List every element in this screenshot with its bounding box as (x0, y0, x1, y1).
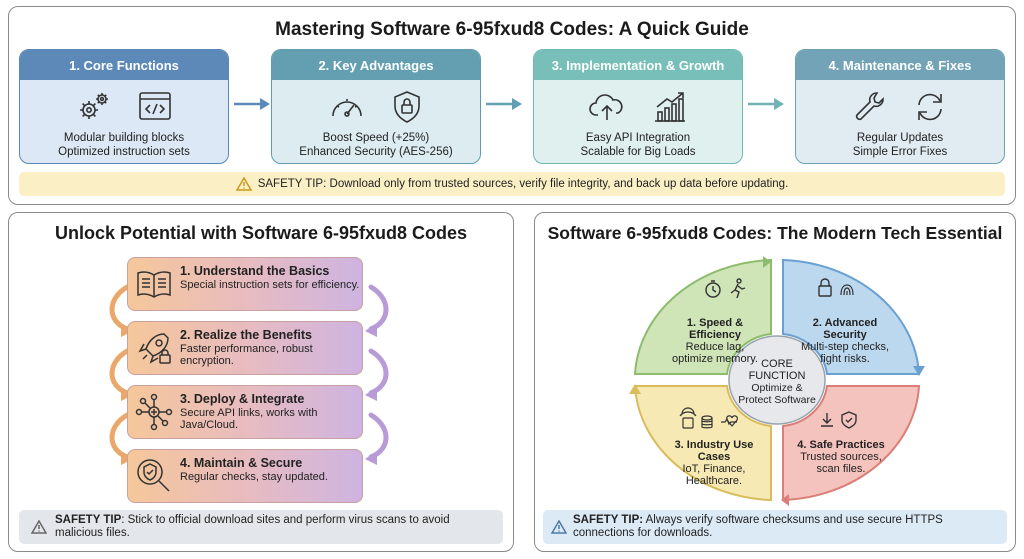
key-advantages-card: 2. Key Advantages Boost Speed (+25%) Enh… (271, 49, 481, 164)
core-functions-card: 1. Core Functions Modular building block… (19, 49, 229, 164)
iot-icon (679, 407, 697, 429)
step-desc: Faster performance, robust encryption. (180, 343, 313, 367)
core-function-cycle: 1. Speed & Efficiency Reduce lag, optimi… (625, 253, 929, 507)
quadrant-industry (633, 385, 772, 502)
step-desc: Special instruction sets for efficiency. (180, 279, 360, 291)
quadrant-title: 1. Speed & Efficiency (686, 317, 744, 341)
card-line: Enhanced Security (AES-256) (299, 146, 453, 158)
card-line: Boost Speed (+25%) (322, 132, 430, 144)
card-header: 2. Key Advantages (272, 50, 480, 80)
quadrant-title: 2. Advanced Security (812, 317, 878, 341)
safety-tip-banner: SAFETY TIP: Download only from trusted s… (19, 172, 1005, 196)
step-desc: Regular checks, stay updated. (180, 471, 328, 483)
step-title: 4. Maintain & Secure (180, 456, 303, 470)
padlock-icon (818, 278, 832, 297)
card-line: Modular building blocks (63, 132, 185, 144)
card-line: Optimized instruction sets (58, 146, 190, 158)
implementation-growth-card: 3. Implementation & Growth Easy API Inte… (533, 49, 743, 164)
unlock-potential-title: Unlock Potential with Software 6-95fxud8… (54, 223, 468, 243)
runner-icon (730, 278, 746, 299)
unlock-potential-panel: Unlock Potential with Software 6-95fxud8… (8, 212, 514, 552)
shield-lock-icon (394, 91, 420, 123)
heartbeat-icon (721, 415, 738, 427)
safety-tip-banner: SAFETY TIP: Stick to official download s… (19, 510, 503, 544)
safety-tip-text: Always verify software checksums and use… (573, 514, 943, 539)
safety-tip-label: SAFETY TIP: (257, 177, 327, 190)
card-header: 4. Maintenance & Fixes (796, 50, 1004, 80)
card-line: Scalable for Big Loads (580, 146, 696, 158)
warning-icon (235, 177, 252, 191)
safety-tip-text: Download only from trusted sources, veri… (329, 177, 789, 190)
refresh-icon (918, 93, 942, 121)
code-window-icon (139, 92, 171, 120)
card-line: Easy API Integration (585, 132, 691, 144)
core-function-center: CORE FUNCTION Optimize & Protect Softwar… (735, 358, 819, 406)
step-card: 2. Realize the Benefits Faster performan… (127, 321, 363, 375)
card-header: 1. Core Functions (20, 50, 228, 80)
center-text: Optimize & Protect Software (738, 382, 816, 406)
card-line: Regular Updates (856, 132, 944, 144)
maintenance-fixes-card: 4. Maintenance & Fixes Regular Updates S… (795, 49, 1005, 164)
curved-flow-arrows-icon (109, 284, 389, 465)
network-hub-icon (135, 393, 173, 431)
safety-tip-label: SAFETY TIP (55, 514, 122, 526)
shield-check-icon (841, 411, 857, 429)
quadrant-safe (782, 385, 921, 502)
quadrant-desc: Reduce lag, optimize memory. (672, 341, 758, 365)
quadrant-security (782, 258, 921, 375)
flow-arrow-icon (748, 98, 784, 110)
rocket-lock-icon (138, 333, 171, 364)
quadrant-title: 4. Safe Practices (797, 439, 885, 451)
wrench-icon (855, 92, 884, 121)
quick-guide-panel: Mastering Software 6-95fxud8 Codes: A Qu… (8, 6, 1016, 205)
quadrant-title: 3. Industry Use Cases (674, 439, 754, 463)
card-line: Simple Error Fixes (852, 146, 948, 158)
fingerprint-icon (840, 284, 854, 296)
coins-icon (701, 415, 713, 429)
step-title: 1. Understand the Basics (180, 264, 330, 278)
quadrant-speed (633, 258, 772, 375)
flow-arrow-icon (234, 98, 270, 110)
growth-chart-icon (655, 92, 685, 122)
warning-icon (31, 520, 47, 534)
step-title: 2. Realize the Benefits (180, 328, 312, 342)
flow-arrow-icon (486, 98, 522, 110)
step-title: 3. Deploy & Integrate (180, 392, 305, 406)
quadrant-desc: Trusted sources, scan files. (800, 451, 882, 475)
safety-tip-banner: SAFETY TIP: Always verify software check… (543, 510, 1007, 544)
step-desc: Secure API links, works with Java/Cloud. (180, 407, 318, 431)
step-card: 4. Maintain & Secure Regular checks, sta… (127, 449, 363, 503)
center-title: CORE FUNCTION (748, 358, 806, 382)
download-icon (821, 413, 833, 427)
cloud-upload-icon (589, 94, 623, 120)
step-card: 3. Deploy & Integrate Secure API links, … (127, 385, 363, 439)
step-card: 1. Understand the Basics Special instruc… (127, 257, 363, 311)
modern-tech-title: Software 6-95fxud8 Codes: The Modern Tec… (547, 223, 1003, 243)
stopwatch-icon (705, 280, 721, 298)
magnifier-shield-icon (137, 459, 170, 492)
warning-icon (551, 520, 567, 534)
card-header: 3. Implementation & Growth (534, 50, 742, 80)
open-book-icon (137, 271, 171, 298)
modern-tech-panel: Software 6-95fxud8 Codes: The Modern Tec… (534, 212, 1016, 552)
speedometer-icon (332, 99, 362, 117)
safety-tip-label: SAFETY TIP: (573, 514, 644, 526)
safety-tip-text: : Stick to official download sites and p… (55, 514, 450, 539)
quick-guide-title: Mastering Software 6-95fxud8 Codes: A Qu… (275, 19, 749, 40)
gears-icon (80, 93, 108, 119)
quadrant-desc: Multi-step checks, fight risks. (800, 341, 890, 365)
quadrant-desc: IoT, Finance, Healthcare. (682, 463, 746, 487)
